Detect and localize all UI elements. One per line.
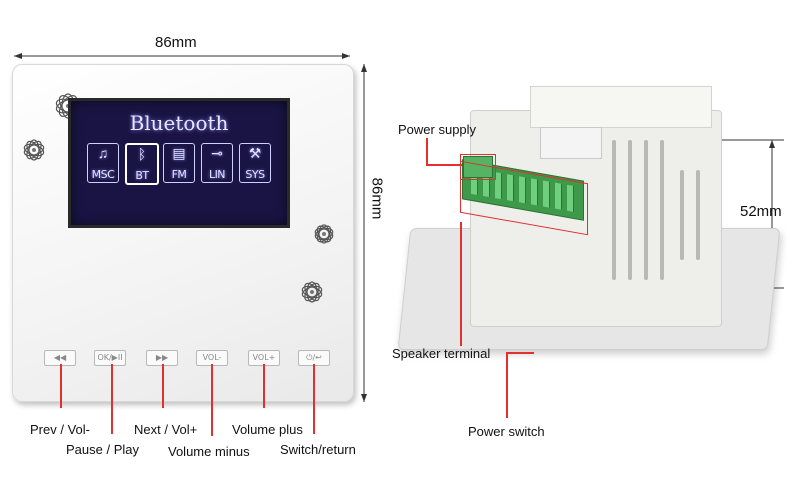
depth-dimension-label: 52mm xyxy=(740,203,782,220)
callout-line xyxy=(111,364,113,434)
height-dimension-label: 86mm xyxy=(368,177,386,220)
callout-line xyxy=(162,364,164,408)
callout-line xyxy=(313,364,315,434)
vent-slot xyxy=(696,170,700,260)
callout-line xyxy=(263,364,265,408)
label-power-switch: Power switch xyxy=(468,424,545,439)
vent-slot xyxy=(644,140,648,280)
label-power-supply: Power supply xyxy=(398,122,477,137)
vent-slot xyxy=(660,140,664,280)
screen-title: Bluetooth xyxy=(129,111,229,135)
label-prev-vol: Prev / Vol- xyxy=(30,422,90,437)
callout-line xyxy=(460,222,462,346)
callout-line xyxy=(211,364,213,436)
power-supply-highlight xyxy=(460,154,496,180)
vent-slot xyxy=(628,140,632,280)
label-volume-minus: Volume minus xyxy=(168,444,250,459)
pause-play-button[interactable]: OK/▶II xyxy=(94,350,126,366)
callout-line xyxy=(506,352,534,354)
vent-slot xyxy=(680,170,684,260)
mode-icon-fm: ▤FM xyxy=(163,143,195,183)
callout-line xyxy=(60,364,62,408)
mode-icon-msc: ♫MSC xyxy=(87,143,119,183)
label-next-vol: Next / Vol+ xyxy=(134,422,198,437)
product-sticker xyxy=(540,127,602,159)
label-volume-plus: Volume plus xyxy=(232,422,303,437)
vent-slot xyxy=(612,140,616,280)
callout-line xyxy=(426,138,428,164)
callout-line xyxy=(506,352,508,418)
label-pause-play: Pause / Play xyxy=(66,442,139,457)
label-switch-return: Switch/return xyxy=(280,442,356,457)
mode-icon-sys: ⚒SYS xyxy=(239,143,271,183)
width-dimension-label: 86mm xyxy=(155,34,197,51)
rear-housing-top xyxy=(530,86,712,128)
mode-icon-lin: ⊸LIN xyxy=(201,143,233,183)
power-supply-terminal xyxy=(463,156,493,178)
callout-line xyxy=(426,164,462,166)
label-speaker-terminal: Speaker terminal xyxy=(392,346,491,361)
